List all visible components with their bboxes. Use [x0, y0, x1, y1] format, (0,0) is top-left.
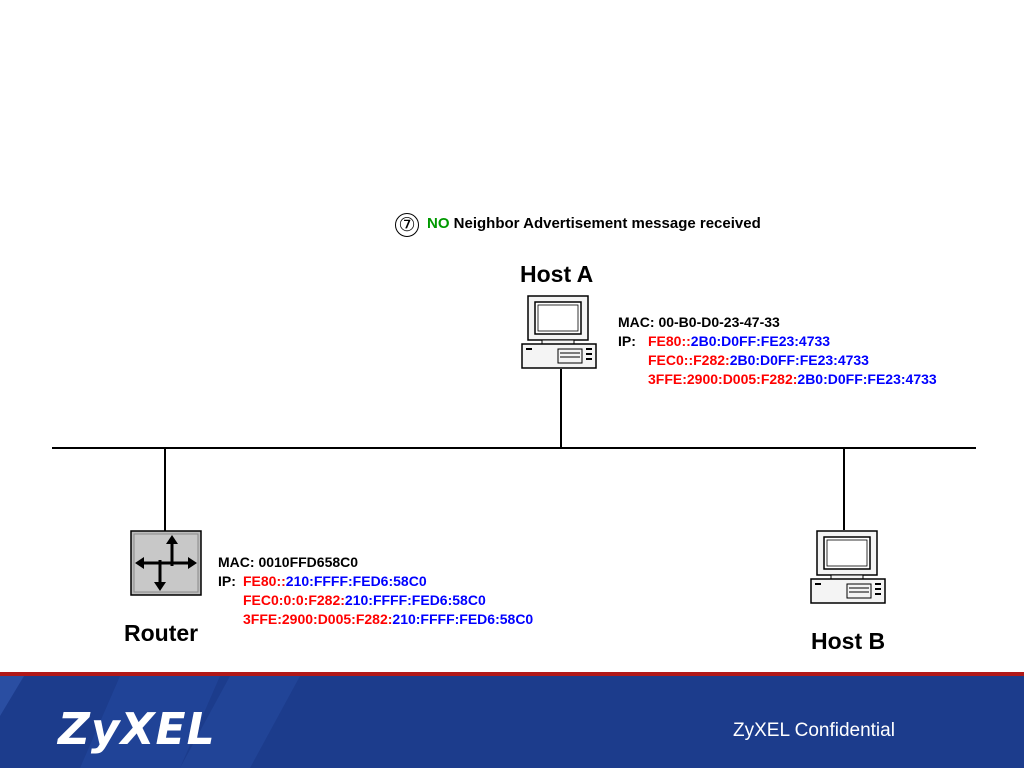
host-a-ip-2-suffix: 2B0:D0FF:FE23:4733: [729, 352, 869, 368]
router-ip-label: IP:: [218, 573, 236, 589]
router-ip-1-prefix: FE80::: [243, 573, 286, 589]
host-b-link-line: [843, 448, 845, 530]
router-ip-2-prefix: FEC0:0:0:F282:: [243, 592, 345, 608]
step-keyword: NO: [427, 215, 450, 232]
router-ip-1-suffix: 210:FFFF:FED6:58C0: [285, 573, 427, 589]
host-b-name: Host B: [811, 628, 886, 654]
host-a-mac-label: MAC:: [618, 314, 655, 330]
host-a-ip-1-prefix: FE80::: [648, 333, 691, 349]
router-ip-2-suffix: 210:FFFF:FED6:58C0: [344, 592, 486, 608]
host-a-ip-3-prefix: 3FFE:2900:D005:F282:: [648, 371, 798, 387]
host-a-link-line: [560, 369, 562, 448]
host-a-ip-2-prefix: FEC0::F282:: [648, 352, 730, 368]
host-a-ip-1-suffix: 2B0:D0FF:FE23:4733: [690, 333, 831, 349]
host-b-computer-icon: [810, 530, 886, 604]
step-caption: ⑦ NO Neighbor Advertisement message recei…: [395, 213, 761, 237]
step-number-icon: ⑦: [395, 213, 419, 237]
zyxel-logo: ZyXEL: [58, 704, 216, 755]
footer-decoration: [0, 676, 300, 768]
router-ip-3-suffix: 210:FFFF:FED6:58C0: [392, 611, 534, 627]
router-name: Router: [124, 620, 199, 646]
router-mac: 0010FFD658C0: [258, 554, 359, 570]
footer-bar: [0, 672, 1024, 768]
router-info: MAC: 0010FFD658C0 IP: FE80::210:FFFF:FED6…: [218, 553, 533, 629]
footer-stripe: [0, 672, 1024, 676]
host-a-mac: 00-B0-D0-23-47-33: [658, 314, 780, 330]
host-a-info: MAC: 00-B0-D0-23-47-33 IP: FE80::2B0:D0FF…: [618, 313, 937, 389]
host-a-computer-icon: [521, 295, 597, 369]
host-a-ip-3-suffix: 2B0:D0FF:FE23:4733: [797, 371, 937, 387]
confidential-label: ZyXEL Confidential: [733, 720, 895, 741]
router-link-line: [164, 448, 166, 531]
router-ip-3-prefix: 3FFE:2900:D005:F282:: [243, 611, 393, 627]
host-a-ip-label: IP:: [618, 333, 636, 349]
network-bus-line: [52, 447, 976, 449]
step-text: Neighbor Advertisement message received: [453, 215, 761, 232]
router-mac-label: MAC:: [218, 554, 255, 570]
router-icon: [130, 530, 202, 596]
host-a-name: Host A: [520, 261, 594, 287]
